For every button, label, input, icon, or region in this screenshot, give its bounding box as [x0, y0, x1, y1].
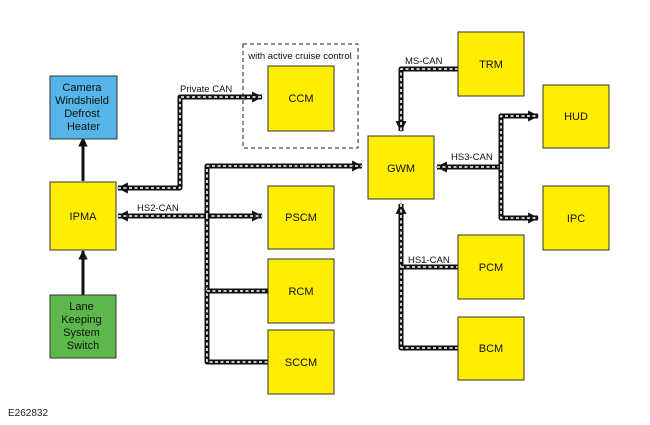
- camera-label-2: Windshield: [55, 95, 109, 107]
- camera-module: Camera Windshield Defrost Heater: [49, 75, 118, 140]
- pscm-label: PSCM: [285, 212, 317, 224]
- ipma-module: IPMA: [49, 181, 117, 251]
- private-can-label: Private CAN: [180, 84, 232, 95]
- hud-module: HUD: [542, 84, 610, 149]
- trm-label: TRM: [479, 59, 503, 71]
- ccm-label: CCM: [288, 93, 313, 105]
- trm-module: TRM: [457, 31, 525, 97]
- acc-option-group: with active cruise control: [242, 43, 359, 149]
- bus-labels: Private CAN HS2-CAN MS-CAN HS3-CAN HS1-C…: [137, 56, 493, 266]
- private-can-bus: [116, 91, 264, 194]
- rcm-module: RCM: [267, 258, 335, 324]
- rcm-label: RCM: [288, 286, 313, 298]
- acc-dashed-border: [242, 43, 359, 149]
- ms-can-label: MS-CAN: [405, 56, 443, 67]
- hs1-can-bus: [395, 202, 458, 351]
- switch-label-3: System: [63, 327, 100, 339]
- hs1-can-label: HS1-CAN: [408, 255, 450, 266]
- ipc-branch-bus: [498, 167, 540, 224]
- switch-label-2: Keeping: [61, 314, 101, 326]
- hud-branch-bus: [498, 110, 540, 167]
- ccm-module: CCM: [267, 65, 335, 132]
- svg-text:Lane Keeping S: Lane Keeping System Switch: [61, 301, 104, 352]
- hs2-can-label: HS2-CAN: [137, 203, 179, 214]
- bcm-label: BCM: [479, 343, 503, 355]
- gwm-module: GWM: [367, 135, 435, 200]
- gwm-label: GWM: [387, 163, 415, 175]
- pcm-module: PCM: [457, 234, 525, 300]
- bcm-module: BCM: [457, 316, 525, 381]
- acc-caption: with active cruise control: [247, 51, 351, 62]
- switch-label-1: Lane: [69, 301, 93, 313]
- ipma-label: IPMA: [70, 211, 98, 223]
- hs2-trunk-down-bus: [204, 216, 268, 365]
- ipc-module: IPC: [542, 185, 610, 251]
- switch-label-4: Switch: [67, 340, 99, 352]
- camera-label-4: Heater: [67, 121, 100, 133]
- can-buses: [116, 66, 540, 365]
- camera-label-3: Defrost: [64, 108, 99, 120]
- lane-keeping-switch-module: Lane Keeping System Switch: [49, 294, 117, 359]
- figure-reference: E262832: [8, 408, 48, 419]
- modules: Camera Windshield Defrost Heater IPMA La…: [49, 31, 610, 395]
- hs2-trunk-bus: [204, 160, 364, 216]
- ipc-label: IPC: [567, 213, 585, 225]
- camera-label-1: Camera: [62, 82, 102, 94]
- ms-can-bus: [395, 66, 458, 133]
- sccm-label: SCCM: [285, 357, 317, 369]
- hud-label: HUD: [564, 111, 588, 123]
- pscm-module: PSCM: [267, 185, 335, 250]
- sccm-module: SCCM: [267, 329, 335, 395]
- pcm-label: PCM: [479, 262, 503, 274]
- svg-text:Camera Windshield: Camera Windshield Defrost Heater: [55, 82, 112, 133]
- hs3-can-label: HS3-CAN: [451, 152, 493, 163]
